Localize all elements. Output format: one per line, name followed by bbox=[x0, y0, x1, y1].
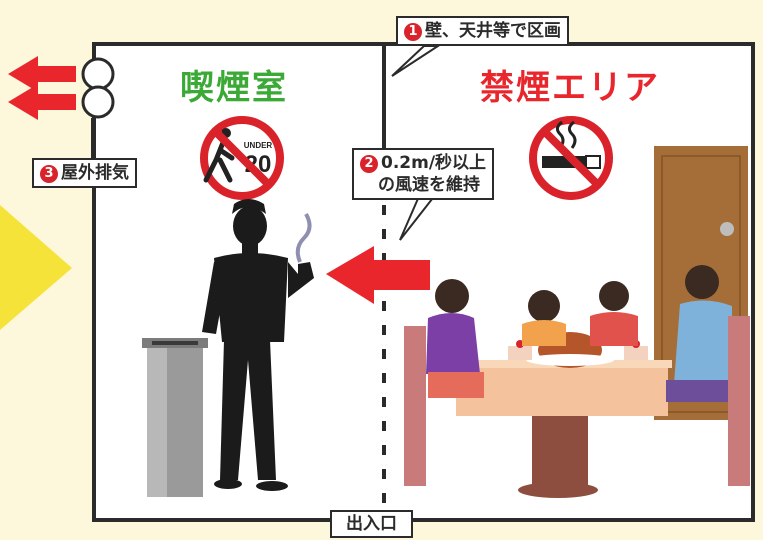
no-smoking-area-title: 禁煙エリア bbox=[480, 68, 660, 108]
callout-number-3: 3 bbox=[40, 165, 58, 183]
no-smoking-icon bbox=[529, 116, 613, 200]
exhaust-arrow-icon bbox=[8, 56, 76, 120]
diner-boy bbox=[590, 281, 638, 346]
ashtray-stand bbox=[142, 338, 208, 497]
callout-number-2: 2 bbox=[360, 155, 378, 173]
sign-under-label: UNDER bbox=[244, 141, 273, 150]
airflow-callout-line2: の風速を維持 bbox=[378, 175, 480, 195]
exhaust-callout-text: 屋外排気 bbox=[61, 163, 129, 183]
diner-man-right bbox=[666, 265, 750, 486]
smoking-man bbox=[202, 199, 314, 491]
airflow-arrow-icon bbox=[326, 246, 430, 304]
exhaust-fan-icon bbox=[81, 57, 115, 119]
dining-table bbox=[452, 332, 672, 498]
airflow-callout-line1: 0.2m/秒以上 bbox=[381, 153, 487, 173]
under-20-prohibited-icon: UNDER 20 bbox=[200, 116, 284, 200]
diner-girl bbox=[522, 290, 566, 346]
smoking-room-title: 喫煙室 bbox=[180, 68, 288, 108]
diner-woman-left bbox=[404, 279, 484, 486]
yellow-direction-arrow bbox=[0, 205, 72, 330]
callout-number-1: 1 bbox=[404, 23, 422, 41]
entrance-label: 出入口 bbox=[330, 510, 413, 538]
partition-callout-text: 壁、天井等で区画 bbox=[425, 21, 561, 41]
